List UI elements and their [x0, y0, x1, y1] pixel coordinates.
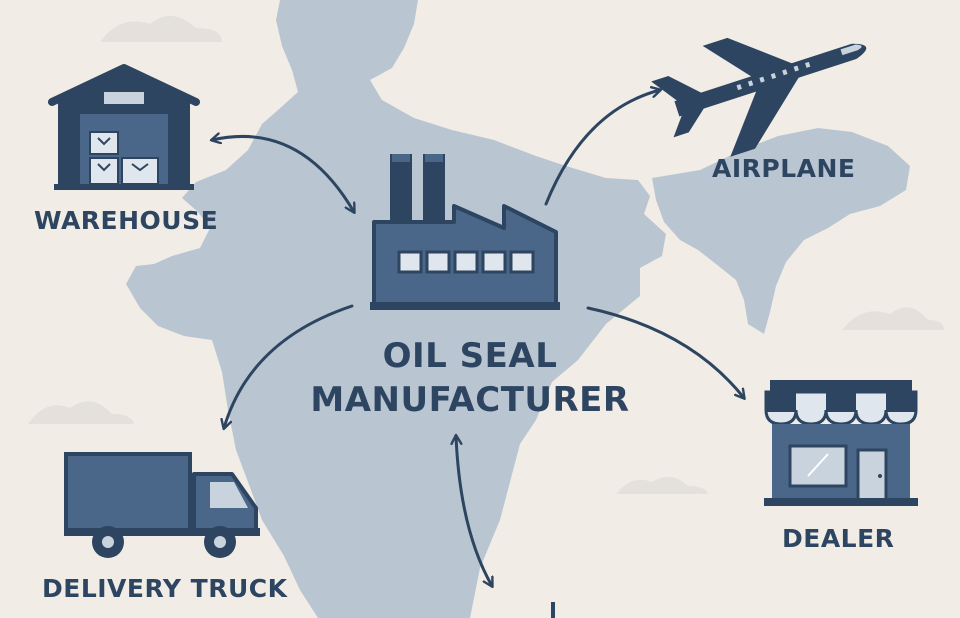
factory-icon — [370, 154, 560, 310]
cloud-decoration — [28, 15, 944, 494]
arrow-factory-truck — [224, 304, 354, 428]
arrow-factory-airplane — [544, 90, 660, 206]
airplane-icon — [651, 37, 867, 157]
label-delivery-truck: DELIVERY TRUCK — [42, 574, 288, 603]
connection-arrows — [212, 90, 744, 586]
label-center-line1: OIL SEAL — [382, 336, 558, 376]
label-center-line2: MANUFACTURER — [310, 380, 630, 420]
arrow-factory-warehouse — [212, 136, 354, 212]
arrow-factory-dealer — [586, 306, 744, 398]
label-dealer: DEALER — [782, 524, 895, 553]
label-warehouse: WAREHOUSE — [34, 206, 219, 235]
warehouse-icon — [48, 64, 200, 190]
label-airplane: AIRPLANE — [712, 154, 856, 183]
store-icon — [764, 380, 918, 506]
label-oil-seal-manufacturer: OIL SEAL MANUFACTURER — [270, 334, 670, 422]
truck-icon — [64, 452, 260, 558]
arrow-factory-south — [456, 436, 492, 586]
partial-icon-bottom — [551, 602, 555, 618]
